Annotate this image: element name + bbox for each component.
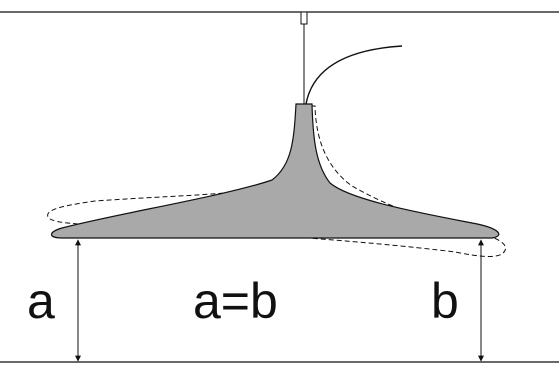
label-equality: a=b <box>193 273 278 329</box>
lamp-shade <box>50 103 500 239</box>
power-cable <box>305 45 403 105</box>
label-b: b <box>431 273 459 329</box>
ceiling-mount <box>300 11 308 25</box>
label-a: a <box>27 273 55 329</box>
